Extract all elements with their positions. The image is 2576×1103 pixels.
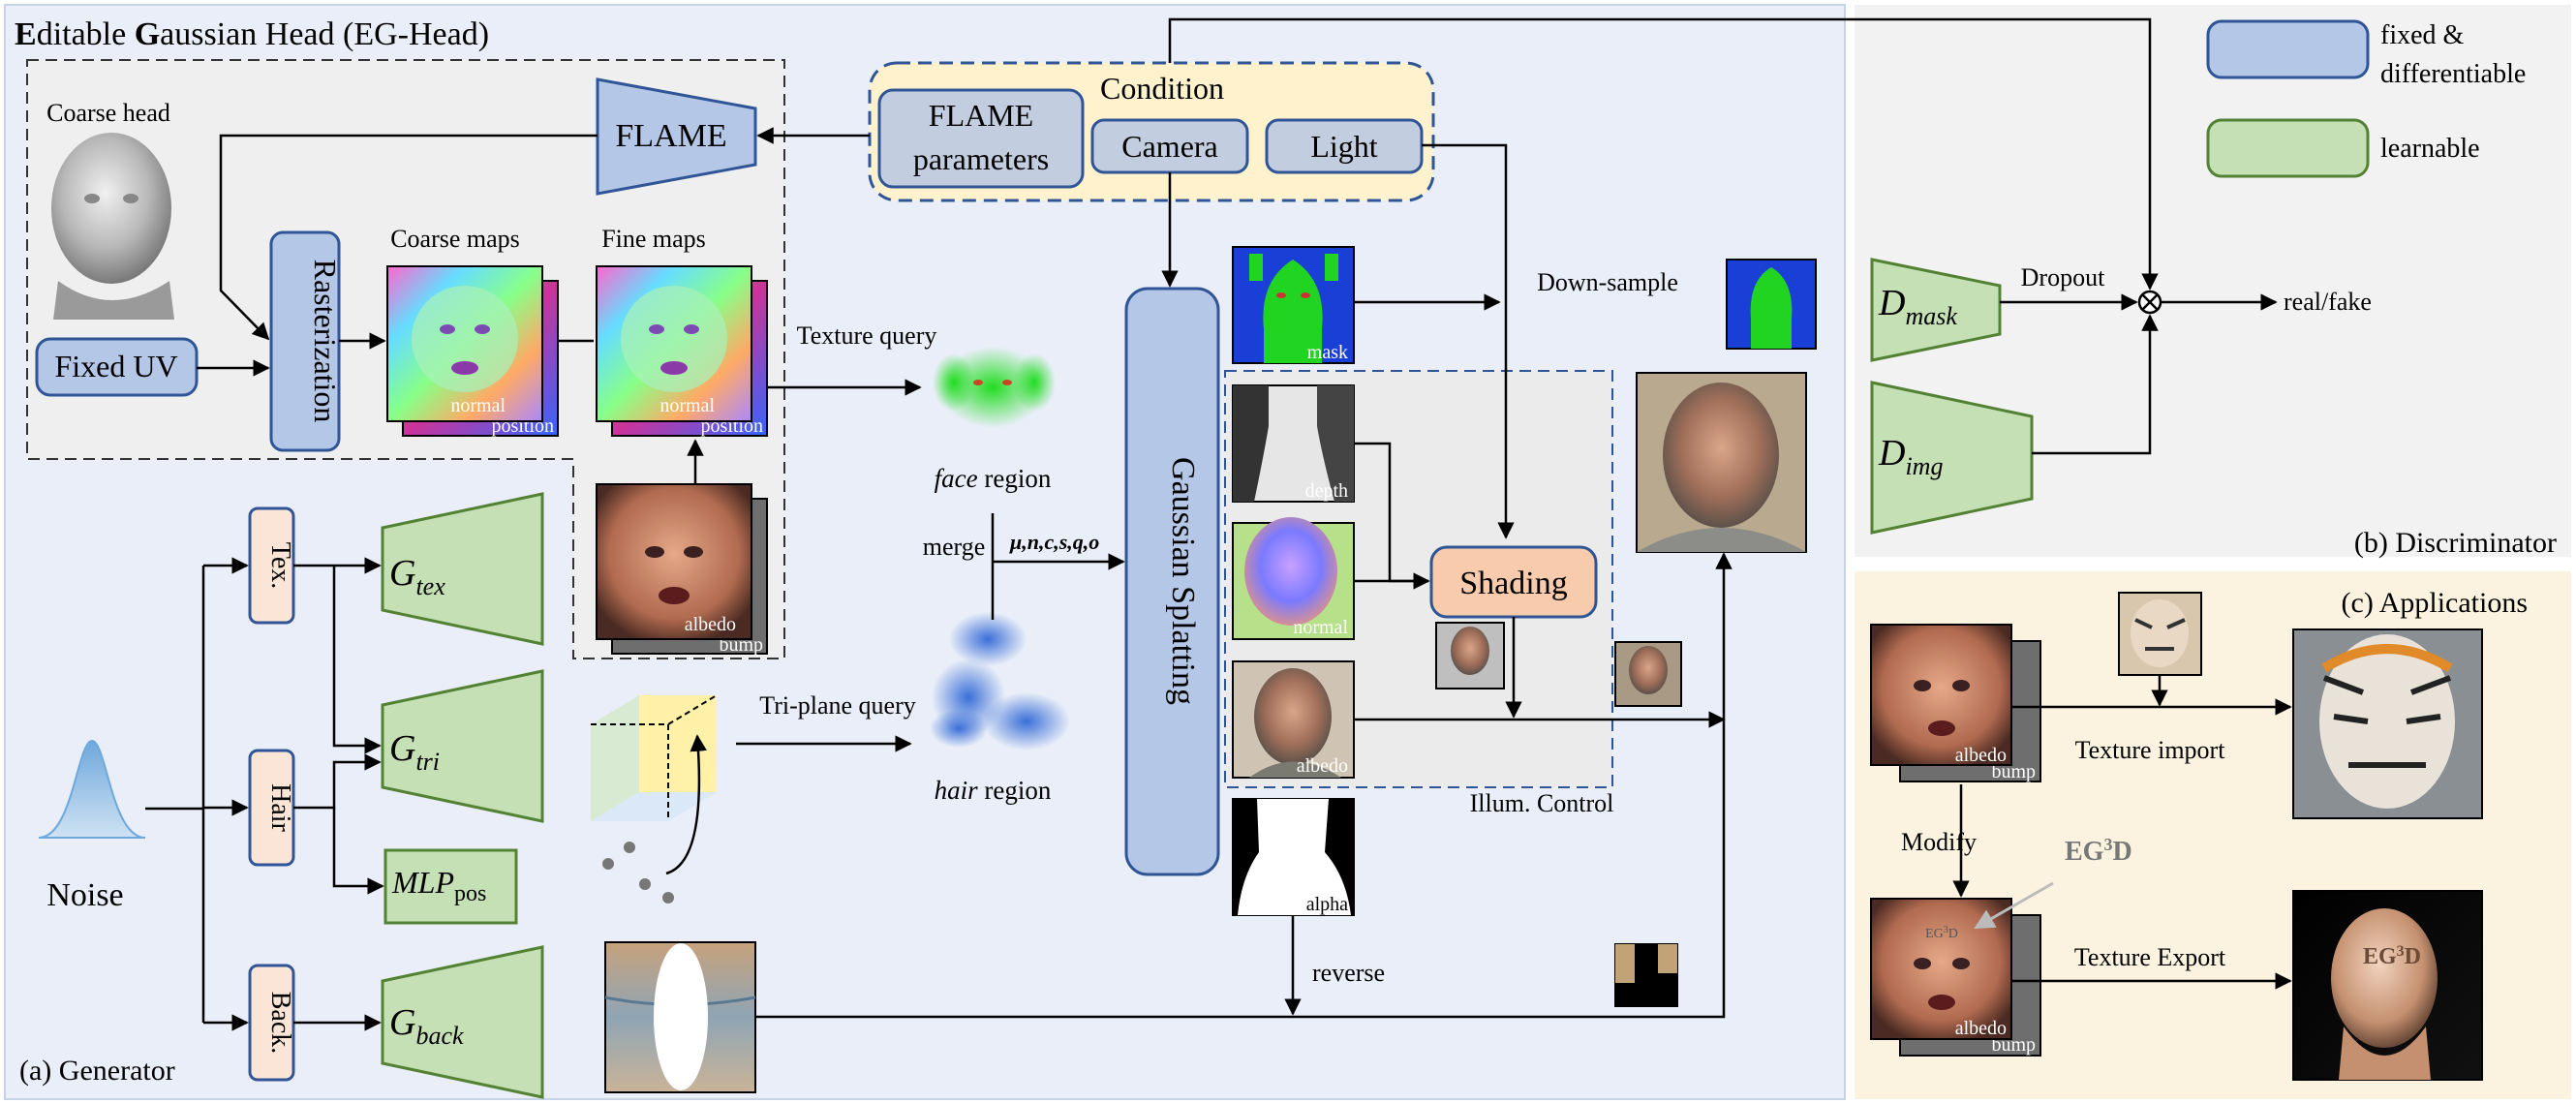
svg-text:albedo: albedo — [1297, 755, 1348, 777]
noise-distribution-icon — [38, 739, 146, 839]
svg-text:normal: normal — [1293, 617, 1348, 638]
tiger-face-result — [2292, 628, 2483, 819]
g-tri-label: Gtri — [389, 728, 440, 776]
normal-image: normal — [1232, 517, 1355, 640]
mlp-pos-block — [383, 848, 518, 925]
legend-fixed-line1: fixed & — [2380, 20, 2465, 50]
svg-text:mask: mask — [1307, 342, 1348, 363]
shading-label: Shading — [1459, 566, 1567, 601]
exported-head-result: EG3D — [2292, 890, 2483, 1081]
gaussian-attributes: μ,n,c,s,q,o — [1009, 530, 1099, 554]
generator-caption: (a) Generator — [19, 1055, 175, 1087]
coarse-head-image — [51, 133, 174, 320]
texture-export-label: Texture Export — [2074, 943, 2226, 971]
low-res-face-thumbnail — [1614, 641, 1682, 707]
mlp-pos-label: MLPpos — [391, 865, 486, 906]
page-title: Editable Gaussian Head (EG-Head) — [15, 16, 489, 52]
d-img-label: Dimg — [1878, 433, 1943, 480]
legend-learnable-swatch — [2206, 118, 2370, 178]
tex-branch-label: Tex. — [265, 542, 295, 590]
back-branch-label: Back. — [265, 992, 295, 1055]
coarse-head-label: Coarse head — [46, 99, 170, 127]
hair-branch-label: Hair — [265, 783, 295, 832]
app-albedo-map: albedo — [1870, 624, 2012, 766]
down-sample-label: Down-sample — [1537, 268, 1678, 296]
svg-text:EG3D: EG3D — [2363, 943, 2421, 969]
light-label: Light — [1310, 129, 1377, 164]
g-tex-block — [381, 492, 544, 646]
g-tri-block — [381, 669, 544, 823]
svg-text:alpha: alpha — [1306, 894, 1348, 915]
real-fake-label: real/fake — [2284, 288, 2372, 316]
svg-text:bump: bump — [1991, 761, 2036, 782]
triplane-query-label: Tri-plane query — [759, 691, 916, 720]
fixed-uv-label: Fixed UV — [54, 349, 177, 383]
gaussian-splatting-label: Gaussian Splatting — [1165, 457, 1201, 705]
combine-operator-icon — [2137, 290, 2162, 315]
hair-region-label: hair region — [935, 776, 1052, 805]
eg3d-callout-pointer — [1974, 881, 2054, 930]
low-res-background-thumbnail — [1614, 943, 1678, 1007]
texture-import-label: Texture import — [2075, 736, 2226, 764]
connectors — [145, 17, 2292, 1031]
eg3d-callout-label: EG3D — [2065, 835, 2132, 867]
g-back-block — [381, 945, 544, 1099]
svg-text:EG3D: EG3D — [1925, 925, 1958, 941]
applications-caption: (c) Applications — [2342, 587, 2528, 619]
svg-text:albedo: albedo — [1955, 1018, 2007, 1039]
coarse-normal-map: normal — [386, 265, 543, 422]
dropout-label: Dropout — [2021, 263, 2105, 291]
triplane-cube — [591, 694, 718, 904]
shaded-thumbnail — [1435, 622, 1505, 689]
svg-text:normal: normal — [659, 395, 715, 416]
discriminator-caption: (b) Discriminator — [2354, 527, 2557, 559]
fine-normal-map: normal — [596, 265, 752, 422]
tiger-texture-thumbnail — [2118, 592, 2202, 676]
svg-text:normal: normal — [450, 395, 506, 416]
reverse-label: reverse — [1312, 959, 1385, 987]
face-region-label: face region — [935, 464, 1052, 493]
flame-label: FLAME — [615, 118, 726, 154]
flame-block — [596, 77, 757, 196]
coarse-maps-label: Coarse maps — [390, 225, 520, 253]
fine-maps-label: Fine maps — [601, 225, 706, 253]
face-region-image — [933, 347, 1056, 428]
generated-albedo-map: albedo — [596, 483, 752, 640]
g-tex-label: Gtex — [389, 553, 445, 600]
legend-fixed-line2: differentiable — [2380, 59, 2526, 89]
camera-label: Camera — [1121, 129, 1218, 164]
g-back-label: Gback — [389, 1002, 464, 1050]
svg-text:depth: depth — [1305, 480, 1348, 502]
mask-image: mask — [1232, 246, 1355, 364]
background-image — [604, 941, 756, 1093]
downsampled-mask-image — [1726, 259, 1817, 350]
svg-text:albedo: albedo — [1955, 745, 2007, 766]
hair-region-image — [930, 612, 1070, 751]
noise-label: Noise — [46, 877, 123, 913]
legend-learnable-label: learnable — [2380, 134, 2480, 164]
alpha-image: alpha — [1232, 798, 1355, 916]
flame-parameters-line1: FLAME — [929, 98, 1033, 133]
d-img-block — [1870, 381, 2034, 535]
albedo-image: albedo — [1232, 660, 1355, 779]
modify-label: Modify — [1901, 828, 1977, 856]
illum-control-label: Illum. Control — [1470, 789, 1614, 817]
texture-query-label: Texture query — [797, 322, 937, 350]
gaussian-splatting-box — [1124, 287, 1220, 876]
svg-text:albedo: albedo — [685, 614, 736, 635]
d-mask-block — [1870, 258, 2002, 362]
merge-label: merge — [923, 533, 986, 561]
legend-fixed-swatch — [2206, 19, 2370, 79]
flame-parameters-line2: parameters — [913, 141, 1049, 176]
flame-parameters-box — [877, 88, 1085, 189]
condition-title: Condition — [1100, 71, 1224, 106]
rasterization-label: Rasterization — [308, 260, 343, 423]
depth-image: depth — [1232, 384, 1355, 503]
output-face-image — [1636, 372, 1807, 553]
d-mask-label: Dmask — [1878, 283, 1957, 330]
